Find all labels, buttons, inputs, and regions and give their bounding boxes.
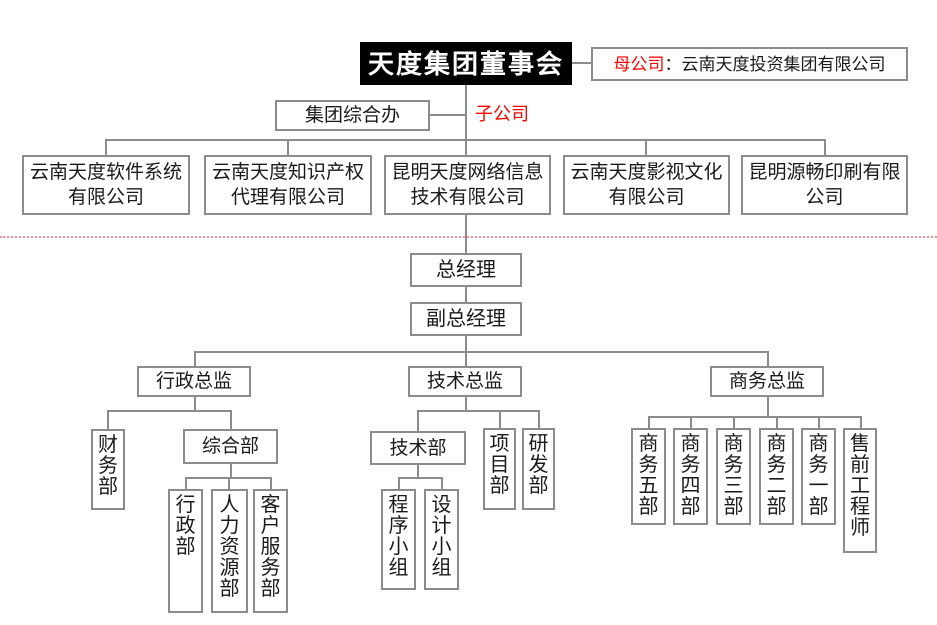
connector-line <box>287 139 289 156</box>
company-box-software: 云南天度软件系统有限公司 <box>22 155 190 215</box>
general-manager-box: 总经理 <box>410 253 522 287</box>
connector-line <box>824 139 826 156</box>
director-box-tech: 技术总监 <box>408 366 522 397</box>
dept-box-business-3: 商务三部 <box>716 428 751 525</box>
connector-line <box>270 477 272 489</box>
company-box-printing: 昆明源畅印刷有限公司 <box>741 155 908 215</box>
director-box-business: 商务总监 <box>710 366 824 397</box>
subsidiary-separator-line <box>0 236 937 238</box>
dept-box-business-4: 商务四部 <box>673 428 708 525</box>
connector-line <box>818 416 820 428</box>
connector-line <box>733 416 735 428</box>
subsidiary-label: 子公司 <box>475 104 529 124</box>
connector-line <box>465 85 467 155</box>
dept-box-business-2: 商务二部 <box>759 428 794 525</box>
dept-box-project: 项目部 <box>483 428 516 510</box>
dept-box-tech: 技术部 <box>370 431 466 465</box>
connector-line <box>465 215 467 253</box>
parent-company-name: ：云南天度投资集团有限公司 <box>664 54 886 74</box>
connector-line <box>194 351 769 353</box>
connector-line <box>465 397 467 411</box>
company-box-film-culture: 云南天度影视文化有限公司 <box>563 155 730 215</box>
team-box-design: 设计小组 <box>424 489 459 590</box>
connector-line <box>105 139 107 156</box>
dept-box-general: 综合部 <box>183 429 278 464</box>
dept-box-rd: 研发部 <box>522 428 555 510</box>
dept-box-customer-service: 客户服务部 <box>253 489 288 613</box>
connector-line <box>538 410 540 428</box>
connector-line <box>465 336 467 353</box>
connector-line <box>417 410 419 431</box>
company-box-network-info: 昆明天度网络信息技术有限公司 <box>384 155 551 215</box>
connector-line <box>767 397 769 418</box>
connector-line <box>690 416 692 428</box>
connector-line <box>430 114 467 116</box>
connector-line <box>228 477 230 489</box>
dept-box-business-1: 商务一部 <box>801 428 836 525</box>
dept-box-finance: 财务部 <box>91 429 125 510</box>
connector-line <box>398 477 400 489</box>
connector-line <box>105 139 826 141</box>
connector-line <box>648 416 650 428</box>
connector-line <box>465 351 467 366</box>
parent-company-box: 母公司：云南天度投资集团有限公司 <box>591 47 908 81</box>
connector-line <box>499 410 501 428</box>
company-box-ip-agency: 云南天度知识产权代理有限公司 <box>204 155 372 215</box>
deputy-general-manager-box: 副总经理 <box>410 302 522 336</box>
connector-line <box>417 410 540 412</box>
connector-line <box>398 477 443 479</box>
connector-line <box>776 416 778 428</box>
dept-box-admin: 行政部 <box>168 489 203 613</box>
connector-line <box>572 62 592 64</box>
connector-line <box>465 287 467 303</box>
connector-line <box>441 477 443 489</box>
connector-line <box>230 410 232 429</box>
connector-line <box>194 397 196 411</box>
team-box-program: 程序小组 <box>381 489 416 590</box>
connector-line <box>417 464 419 479</box>
director-box-admin: 行政总监 <box>137 366 251 397</box>
connector-line <box>194 351 196 366</box>
connector-line <box>107 410 232 412</box>
dept-box-hr: 人力资源部 <box>211 489 248 613</box>
board-box: 天度集团董事会 <box>360 42 572 85</box>
connector-line <box>645 139 647 156</box>
parent-company-label: 母公司 <box>613 54 665 74</box>
connector-line <box>860 416 862 428</box>
group-office-box: 集团综合办 <box>275 100 430 131</box>
connector-line <box>767 351 769 366</box>
connector-line <box>648 416 862 418</box>
dept-box-presales-engineer: 售前工程师 <box>843 428 877 553</box>
dept-box-business-5: 商务五部 <box>631 428 666 525</box>
connector-line <box>107 410 109 429</box>
connector-line <box>185 477 187 489</box>
connector-line <box>230 463 232 479</box>
